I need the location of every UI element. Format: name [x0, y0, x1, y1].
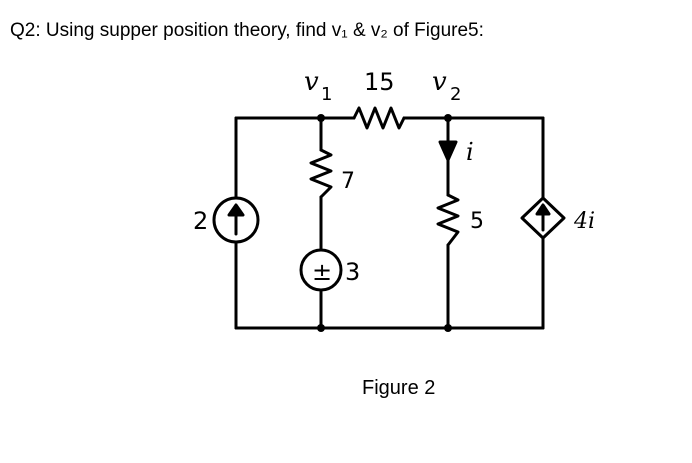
label-v2-sub: 2 [450, 84, 461, 105]
label-v-source: 3 [345, 258, 360, 286]
label-dep-source: 4i [573, 209, 595, 234]
dependent-source-4i [520, 196, 566, 240]
label-r-left: 7 [341, 169, 355, 194]
label-v2: v [432, 67, 447, 97]
label-source-pm: ± [312, 258, 332, 286]
node-bottom-right [444, 324, 452, 332]
resistor-5 [436, 193, 460, 247]
current-arrow-i [438, 140, 458, 162]
label-r-series: 15 [364, 68, 395, 96]
label-v1-sub: 1 [321, 84, 332, 105]
label-v1: v [304, 67, 319, 97]
figure-caption: Figure 2 [362, 377, 435, 399]
voltage-source-3 [299, 248, 343, 292]
resistor-7 [309, 148, 333, 199]
current-source-2 [212, 196, 260, 244]
resistor-15 [352, 106, 406, 130]
node-bottom-left [317, 324, 325, 332]
label-r-right: 5 [470, 209, 484, 234]
label-i-source: 2 [193, 207, 208, 235]
question-text: Q2: Using supper position theory, find v… [10, 20, 484, 41]
node-v1 [317, 114, 325, 122]
node-v2 [444, 114, 452, 122]
label-i: i [466, 138, 474, 166]
